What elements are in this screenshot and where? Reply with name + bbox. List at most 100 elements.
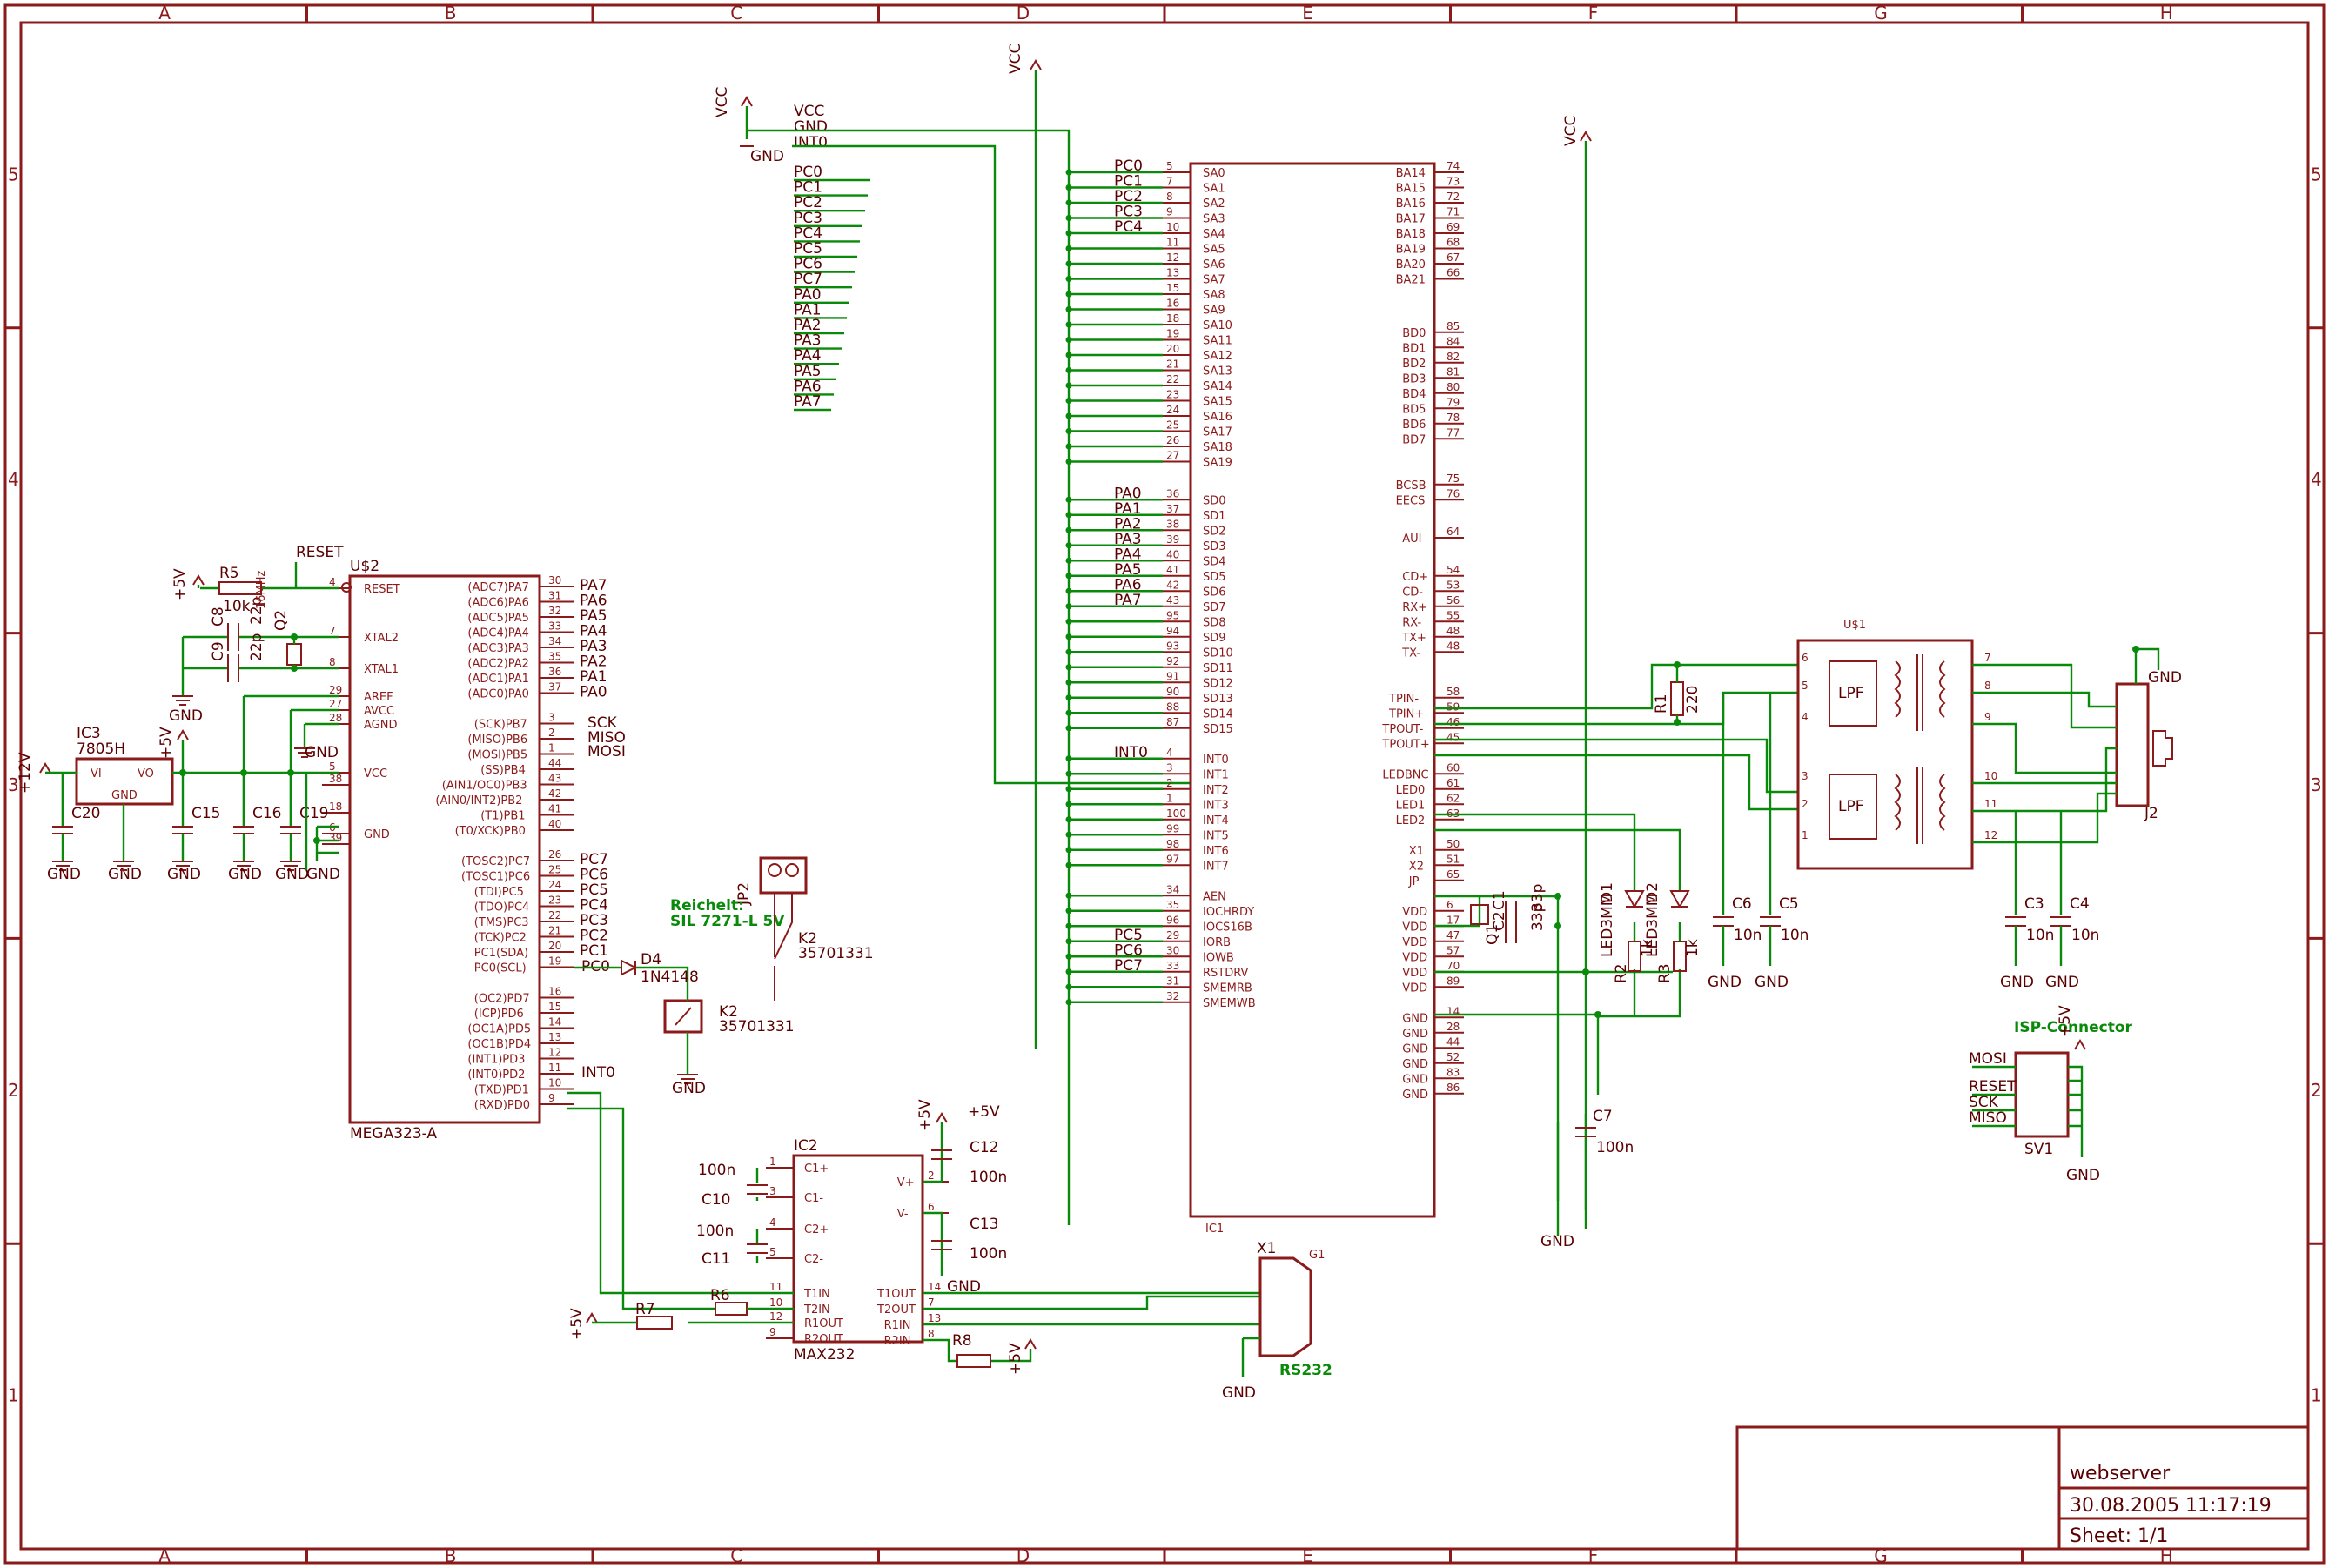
- mcu-pin-name: AVCC: [364, 705, 394, 718]
- max232-pin-number: 2: [928, 1169, 935, 1182]
- ic1-pin-number: 52: [1446, 1051, 1460, 1063]
- svg-text:K2: K2: [719, 1003, 738, 1021]
- zone-row-label-left: 1: [8, 1385, 19, 1406]
- bus-net-label: PC3: [794, 210, 822, 227]
- svg-text:1k: 1k: [1684, 939, 1701, 957]
- ic1-pin-number: 5: [1166, 160, 1173, 172]
- mcu-pin-number: 13: [548, 1031, 561, 1043]
- ic1-pin-net: PC7: [1114, 957, 1143, 975]
- max232-periphery: 100n C10 100n C11 +5V +5V C12 100n C13 1…: [567, 1091, 1260, 1375]
- max232-pin-number: 9: [769, 1326, 776, 1338]
- ic1-pin-number: 75: [1446, 472, 1460, 485]
- ic1-pin-name: SA19: [1203, 457, 1232, 470]
- svg-text:C7: C7: [1593, 1108, 1613, 1125]
- junction: [1065, 496, 1072, 503]
- zone-col-label-top: C: [730, 3, 742, 23]
- ic1-pin-number: 83: [1446, 1066, 1460, 1078]
- svg-text:GND: GND: [2066, 1167, 2100, 1184]
- svg-text:22p: 22p: [248, 633, 265, 661]
- svg-text:VI: VI: [91, 767, 102, 781]
- magnetics-pin-number: 3: [1802, 770, 1809, 782]
- ic1-pin-number: 10: [1166, 221, 1179, 233]
- ic1-pin-number: 68: [1446, 237, 1460, 249]
- mcu-pin-number: 29: [329, 684, 342, 696]
- ic1-pin-number: 12: [1166, 251, 1179, 264]
- isp-connector: ISP-Connector SV1 MOSI RESET SCK MISO +5…: [1969, 1005, 2133, 1184]
- max232-pin-name: T1IN: [803, 1288, 830, 1301]
- ic1-pin-net: PA3: [1114, 531, 1142, 548]
- zone-ticks: [5, 5, 2324, 1563]
- mcu-pin-name: (ADC6)PA6: [467, 597, 529, 610]
- svg-text:LED3MM: LED3MM: [1599, 894, 1616, 957]
- mcu-pin-name: (INT1)PD3: [467, 1054, 525, 1067]
- zone-row-label-right: 3: [2311, 774, 2322, 795]
- svg-text:R5: R5: [219, 565, 239, 582]
- ic1-pin-name: VDD: [1402, 982, 1427, 995]
- ic1-pin-name: GND: [1402, 1073, 1428, 1086]
- svg-text:100n: 100n: [970, 1169, 1007, 1186]
- mcu-pin-name: (TDO)PC4: [474, 901, 530, 915]
- svg-text:R6: R6: [710, 1287, 730, 1304]
- ic1-pin-number: 99: [1166, 822, 1179, 834]
- ic1-pin-name: EECS: [1396, 494, 1426, 507]
- ic1-pin-number: 33: [1166, 960, 1179, 972]
- junction: [1065, 847, 1072, 854]
- svg-text:GND: GND: [111, 789, 138, 802]
- ic1-pin-number: 100: [1166, 807, 1186, 820]
- ic1-pin-number: 8: [1166, 191, 1173, 203]
- svg-text:LPF: LPF: [1838, 798, 1864, 815]
- mcu-pin-number: 19: [548, 955, 561, 968]
- magnetics-pin-number: 10: [1984, 770, 1997, 782]
- mcu-pin-number: 28: [329, 712, 342, 724]
- ic1-pin-name: SD8: [1203, 616, 1226, 629]
- svg-text:+5V: +5V: [2057, 1005, 2074, 1037]
- ic1-pin-name: BD1: [1402, 342, 1426, 355]
- max232-pin-name: C2+: [804, 1223, 829, 1236]
- junction: [1065, 603, 1072, 610]
- junction: [1065, 230, 1072, 237]
- left-signal-bus: PC0PC1PC2PC3PC4PC5PC6PC7PA0PA1PA2PA3PA4P…: [794, 164, 870, 412]
- max232-pin-name: V-: [897, 1208, 909, 1221]
- svg-text:IC2: IC2: [794, 1137, 818, 1155]
- ic1-pin-number: 63: [1446, 807, 1460, 820]
- ic1-pin-number: 85: [1446, 320, 1460, 332]
- ic1-pin-number: 23: [1166, 389, 1179, 401]
- svg-text:R2: R2: [1613, 963, 1630, 983]
- ic1-pin-number: 47: [1446, 929, 1460, 941]
- ic1-pin-net: PC5: [1114, 927, 1143, 944]
- junction: [1065, 755, 1072, 762]
- ic1-pin-name: SD12: [1203, 677, 1233, 690]
- junction: [1065, 215, 1072, 221]
- ic1-pin-name: AUI: [1402, 533, 1421, 546]
- max232-pin-number: 11: [769, 1281, 782, 1293]
- mcu-pin-number: 30: [548, 574, 561, 586]
- ic1-pin-number: 25: [1166, 419, 1179, 432]
- max232-pin-name: V+: [897, 1176, 915, 1189]
- ic1-pin-number: 84: [1446, 335, 1460, 347]
- junction: [1065, 983, 1072, 990]
- ic1-pin-number: 98: [1166, 838, 1179, 850]
- bus-net-label: PC0: [794, 164, 822, 181]
- junction: [1065, 526, 1072, 533]
- svg-text:SCK: SCK: [587, 714, 618, 732]
- zone-col-label-bottom: B: [445, 1545, 457, 1566]
- mcu-pin-name: (ADC1)PA1: [467, 673, 529, 686]
- max232-pin-name: R1IN: [884, 1319, 911, 1332]
- ic1-pin-net: PC6: [1114, 941, 1143, 959]
- ic1-pin-name: SD3: [1203, 540, 1226, 553]
- ic1-pin-name: TPOUT+: [1381, 738, 1429, 751]
- ic1-pin-name: SD15: [1203, 723, 1233, 736]
- ic1-pin-number: 72: [1446, 191, 1460, 203]
- ic1-pin-number: 21: [1166, 358, 1179, 371]
- ic1-pin-number: 82: [1446, 351, 1460, 363]
- ic1-pin-number: 64: [1446, 526, 1460, 538]
- svg-text:35701331: 35701331: [798, 945, 874, 962]
- gnd-label: GND: [108, 866, 142, 883]
- svg-text:IC1: IC1: [1205, 1223, 1224, 1236]
- max232-pin-name: R2IN: [884, 1335, 911, 1348]
- mcu-pin-number: 20: [548, 940, 561, 952]
- junction: [1065, 337, 1072, 343]
- svg-text:INT0: INT0: [581, 1064, 615, 1082]
